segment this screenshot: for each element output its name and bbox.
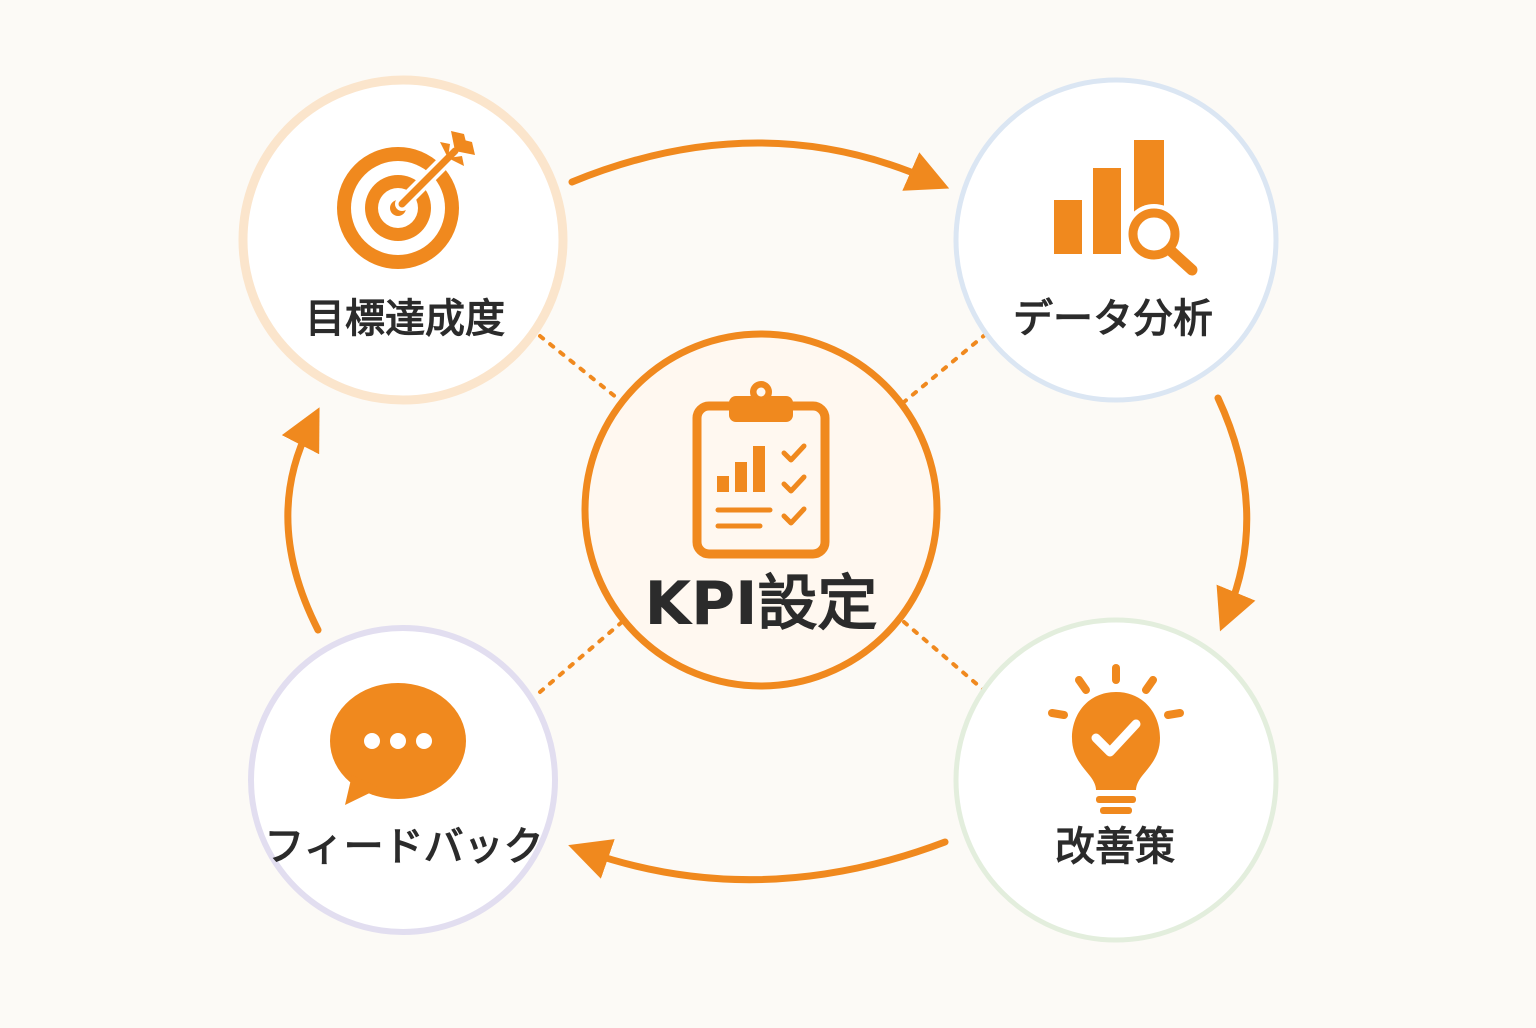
node-data-label: データ分析 bbox=[1013, 296, 1213, 342]
target-arrow-icon bbox=[337, 131, 475, 269]
arrow-goal-to-data bbox=[568, 139, 950, 191]
arrow-improve-to-feedback bbox=[568, 838, 949, 884]
clipboard-chart-icon bbox=[692, 381, 830, 559]
node-goal-label: 目標達成度 bbox=[305, 296, 505, 342]
center-node: KPI設定 bbox=[581, 330, 941, 690]
dotted-connectors bbox=[538, 332, 988, 694]
bar-chart-magnifier-icon bbox=[1054, 140, 1198, 276]
arrow-data-to-improve bbox=[1214, 394, 1256, 632]
node-feedback: フィードバック bbox=[248, 625, 558, 935]
speech-bubble-icon bbox=[330, 683, 466, 805]
cycle-arrows bbox=[281, 139, 1256, 884]
lightbulb-check-icon bbox=[1048, 664, 1184, 814]
node-feedback-label: フィードバック bbox=[264, 824, 543, 870]
connector-improve bbox=[902, 620, 988, 694]
node-goal: 目標達成度 bbox=[238, 75, 568, 405]
connector-data bbox=[902, 332, 988, 404]
center-label: KPI設定 bbox=[645, 569, 878, 639]
node-improve: 改善策 bbox=[953, 617, 1279, 943]
connector-goal bbox=[538, 334, 624, 404]
node-improve-label: 改善策 bbox=[1055, 824, 1175, 870]
connector-feedback bbox=[538, 620, 624, 694]
arrow-feedback-to-goal bbox=[281, 407, 322, 634]
node-data: データ分析 bbox=[953, 77, 1279, 403]
